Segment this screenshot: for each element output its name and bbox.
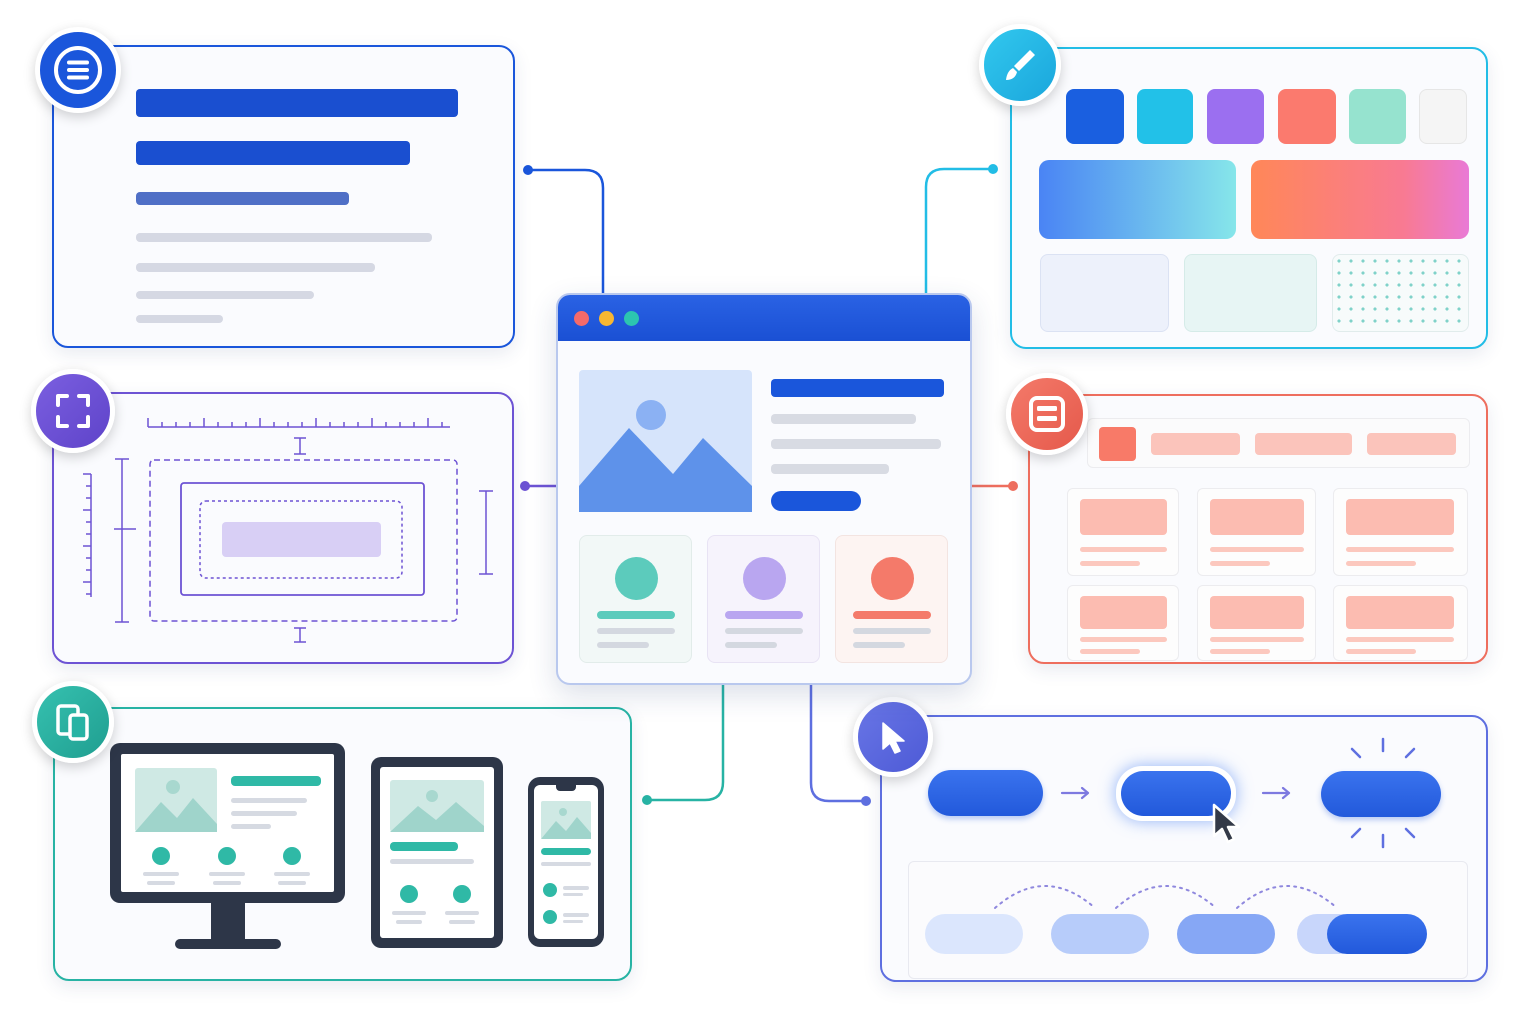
connector-dot (861, 796, 871, 806)
layout-grid-cell (1067, 585, 1179, 661)
layout-grid-cell (1197, 585, 1316, 661)
image-placeholder-icon (541, 801, 591, 839)
desktop-monitor (110, 743, 345, 953)
tint-swatch (1040, 254, 1169, 332)
layout-grid-icon (1029, 396, 1065, 432)
layout-badge (1006, 373, 1088, 455)
color-swatch (1137, 89, 1193, 144)
cursor-arrow-icon (882, 722, 905, 754)
button-state-hover[interactable] (1116, 766, 1236, 821)
transition-panel (908, 861, 1468, 979)
padding-boundary (199, 500, 403, 579)
hero-text-line (771, 439, 941, 449)
button-state-active[interactable] (1321, 771, 1441, 817)
arrow-right-icon (1261, 786, 1291, 800)
spacing-badge (31, 369, 115, 453)
layout-grid-cell (1333, 488, 1468, 576)
typography-card (52, 45, 515, 348)
menu-lines-icon (54, 46, 102, 94)
header-nav-block (1367, 433, 1456, 455)
header-nav-block (1255, 433, 1352, 455)
cursor-arrow-icon (1212, 803, 1241, 844)
body-text-line (136, 233, 432, 242)
layout-card (1028, 394, 1488, 664)
transition-arcs (994, 885, 1338, 909)
spacing-card (52, 392, 514, 664)
body-text-line (136, 263, 375, 272)
connector-dot (988, 164, 998, 174)
color-swatch (1278, 89, 1336, 144)
connector-dot (642, 795, 652, 805)
transition-step-3 (1177, 914, 1275, 954)
header-nav-block (1151, 433, 1240, 455)
hero-text-line (771, 464, 889, 474)
transition-step-1 (925, 914, 1023, 954)
hero-heading-line (771, 379, 944, 397)
heading-line-1 (136, 89, 458, 117)
responsive-card (53, 707, 632, 981)
close-window-dot[interactable] (574, 311, 589, 326)
connector-typography (526, 168, 605, 297)
hero-image-icon (579, 370, 752, 512)
layout-grid-cell (1067, 488, 1179, 576)
interaction-card (880, 715, 1488, 982)
layout-grid-cell (1197, 488, 1316, 576)
devices-icon (56, 704, 89, 741)
connector-interaction (809, 683, 868, 803)
feature-card-coral (835, 535, 948, 663)
connector-dot (523, 165, 533, 175)
heading-line-2 (136, 141, 410, 165)
margin-boundary (149, 459, 458, 622)
minimize-window-dot[interactable] (599, 311, 614, 326)
connector-color (924, 167, 995, 297)
header-logo-block (1099, 427, 1136, 461)
hero-cta-button[interactable] (771, 491, 861, 511)
color-swatch (1066, 89, 1124, 144)
color-swatch (1419, 89, 1467, 144)
color-badge (979, 24, 1061, 106)
browser-title-bar (558, 295, 970, 341)
color-swatch (1207, 89, 1264, 144)
gradient-swatch-warm (1251, 160, 1469, 239)
connector-dot (520, 481, 530, 491)
phone-device (528, 777, 604, 947)
subheading-line (136, 192, 349, 205)
connector-responsive (645, 683, 725, 802)
connector-dot (1008, 481, 1018, 491)
layout-header (1087, 418, 1470, 468)
border-boundary (180, 482, 425, 596)
pattern-swatch (1332, 254, 1469, 332)
gradient-swatch-blue (1039, 160, 1236, 239)
feature-card-purple (707, 535, 820, 663)
browser-window (556, 293, 972, 685)
tint-swatch (1184, 254, 1317, 332)
tablet-device (371, 757, 503, 948)
transition-step-2 (1051, 914, 1149, 954)
image-placeholder-icon (390, 780, 484, 832)
image-placeholder-icon (135, 768, 217, 832)
color-card (1010, 47, 1488, 349)
content-block (222, 522, 381, 557)
responsive-badge (32, 681, 114, 763)
body-text-line (136, 291, 314, 299)
feature-card-teal (579, 535, 692, 663)
spacing-diagram (83, 418, 493, 643)
body-text-line (136, 315, 223, 323)
frame-corners-icon (56, 394, 90, 428)
interaction-badge (853, 697, 933, 777)
color-swatch (1349, 89, 1406, 144)
maximize-window-dot[interactable] (624, 311, 639, 326)
click-burst-icon (1350, 737, 1416, 849)
layout-grid-cell (1333, 585, 1468, 661)
button-state-default[interactable] (928, 770, 1043, 816)
hero-text-line (771, 414, 916, 424)
paintbrush-icon (1006, 50, 1035, 80)
transition-step-4 (1327, 914, 1427, 954)
typography-badge (35, 27, 121, 113)
arrow-right-icon (1060, 786, 1090, 800)
